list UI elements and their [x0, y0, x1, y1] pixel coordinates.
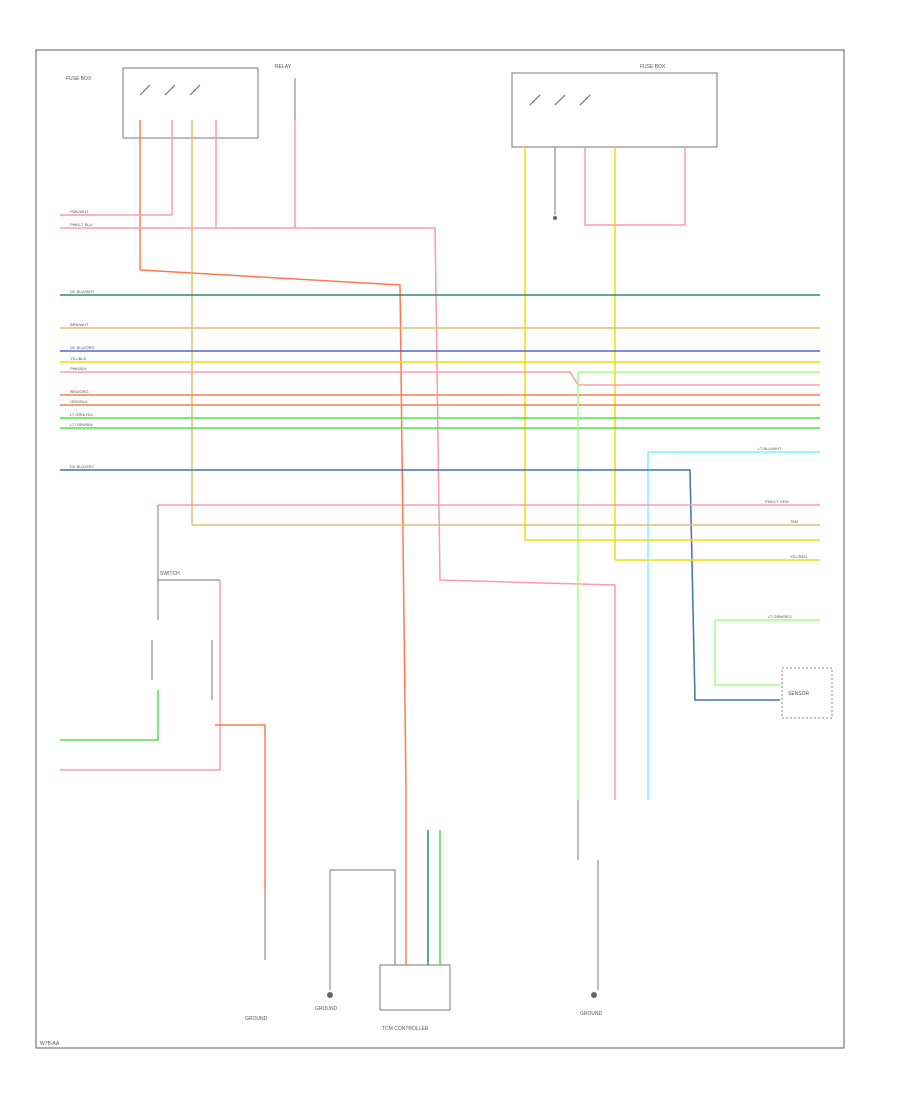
wire-label-yellow: YEL/BLK	[70, 356, 87, 361]
wire-label-cyan: LT BLU/WHT	[758, 446, 782, 451]
fuse-box-top-right-label: FUSE BOX	[640, 64, 666, 70]
ground-left: GROUND	[245, 890, 268, 1022]
wire-label-pink-4: PNK/LT GRN	[765, 499, 789, 504]
wire-label-tan-2: TAN	[790, 519, 798, 524]
wire-label-orange-2: ORG/BLK	[70, 399, 88, 404]
tcm-module: TCM CONTROLLER	[379, 964, 451, 1032]
wire-label-blue-2: DK BLU/GRY	[70, 464, 94, 469]
fuse-box-top-right: FUSE BOX	[511, 64, 718, 148]
wire-label-lime: LT GRN/RED	[768, 614, 792, 619]
wire-label-orange-1: RED/ORG	[70, 389, 89, 394]
relay-top-left-label: RELAY	[275, 64, 292, 70]
wire-label-tan: BRN/WHT	[70, 322, 89, 327]
wire-label-yellow-2: YEL/RED	[790, 554, 807, 559]
sensor-right-label: SENSOR	[788, 691, 810, 697]
fuse-box-top-left-label: FUSE BOX	[66, 76, 92, 82]
wire-label-green-1: LT GRN/YEL	[70, 412, 94, 417]
fuse-box-top-left: FUSE BOX	[66, 67, 259, 139]
wire-label-green-2: LT GRN/BLK	[70, 422, 93, 427]
sensor-right: SENSOR	[781, 667, 833, 719]
wire-label-pink-1: PNK/WHT	[70, 209, 89, 214]
ground-mid: GROUND	[315, 992, 338, 1012]
wire-label-pink-2: PNK/LT BLU	[70, 222, 93, 227]
ground-right: GROUND	[577, 800, 603, 1017]
wire-label-blue: DK BLU/ORG	[70, 345, 95, 350]
switch-left: SWITCH	[151, 571, 221, 770]
ground-mid-label: GROUND	[315, 1006, 338, 1012]
relay-top-left: RELAY	[275, 64, 296, 120]
tcm-module-label: TCM CONTROLLER	[382, 1026, 429, 1032]
wire-label-teal: DK BLU/WHT	[70, 289, 95, 294]
ground-left-label: GROUND	[245, 1016, 268, 1022]
switch-left-label: SWITCH	[160, 571, 180, 577]
ground-right-label: GROUND	[580, 1011, 603, 1017]
wire-label-pink-3: PNK/BLK	[70, 366, 87, 371]
diagram-frame	[35, 49, 845, 1049]
footer-code: W7B-AA	[40, 1041, 60, 1047]
